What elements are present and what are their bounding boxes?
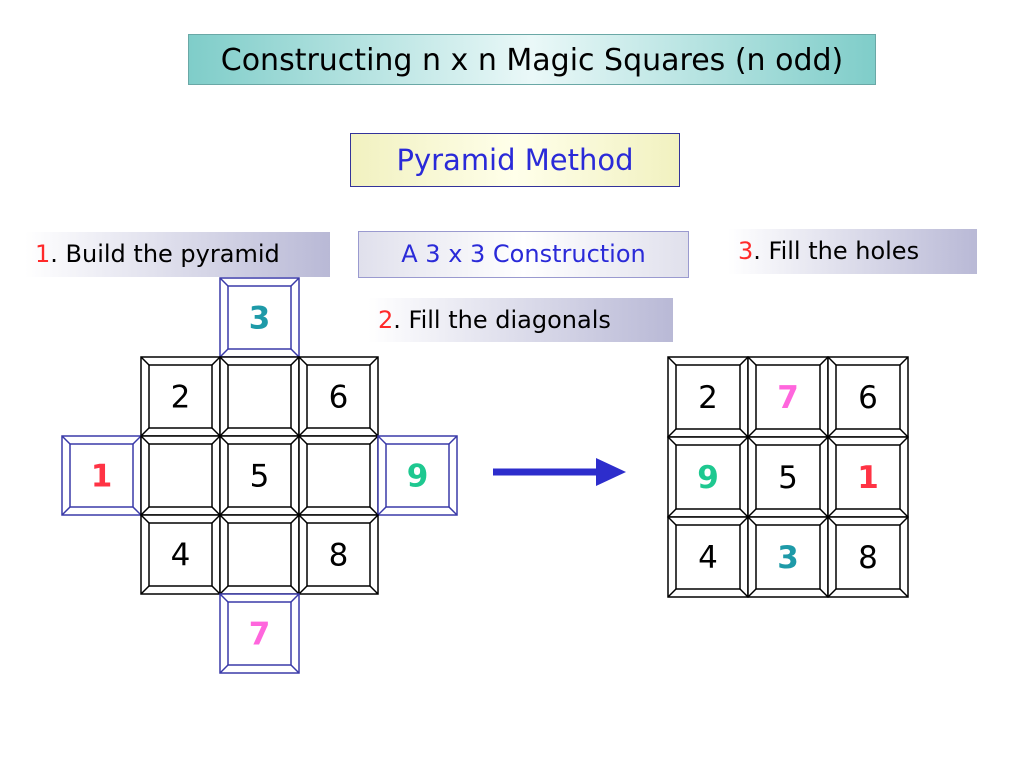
cell-value: 9 [697,460,719,496]
cell-value: 3 [777,540,799,576]
step-fill-diagonals: 2. Fill the diagonals [368,298,673,342]
cell-value: 4 [698,540,718,576]
result-cell-r1c2: 7 [747,356,829,438]
slide-title: Constructing n x n Magic Squares (n odd) [188,34,876,85]
result-cell-r3c1: 4 [667,516,749,598]
result-cell-r2c1: 9 [667,436,749,518]
pyramid-grid: 3 2 6 1 5 9 4 8 7 [61,277,458,674]
step-text: . Fill the holes [753,237,920,265]
result-cell-r1c3: 6 [827,356,909,438]
step-text: . Build the pyramid [50,240,280,268]
cell-value: 5 [778,460,798,496]
result-cell-r1c1: 2 [667,356,749,438]
step-number: 1 [35,240,51,268]
cell-value: 6 [329,380,349,416]
cell-value: 2 [698,380,718,416]
pyramid-cell-r3c1: 4 [140,514,221,595]
cell-value: 1 [857,460,879,496]
result-grid: 2 7 6 9 5 1 4 3 8 [667,356,909,598]
transform-arrow [493,458,626,486]
cell-value: 8 [329,538,349,574]
pyramid-cell-top: 3 [219,277,300,358]
cell-value: 3 [249,301,271,337]
step-number: 3 [738,237,754,265]
result-cell-r3c2: 3 [747,516,829,598]
pyramid-cell-r2c2: 5 [219,435,300,516]
construction-label: A 3 x 3 Construction [358,231,689,278]
cell-value: 8 [858,540,878,576]
result-cell-r2c3: 1 [827,436,909,518]
cell-value: 9 [407,459,429,495]
step-fill-holes: 3. Fill the holes [728,229,977,274]
arrow-head [596,458,626,486]
cell-value: 1 [91,459,113,495]
step-number: 2 [378,306,394,334]
pyramid-cell-r2c3 [298,435,379,516]
result-cell-r2c2: 5 [747,436,829,518]
cell-value: 2 [171,380,191,416]
pyramid-cell-r1c2 [219,356,300,437]
pyramid-cell-left: 1 [61,435,142,516]
cell-value: 5 [250,459,270,495]
cell-value: 6 [858,380,878,416]
pyramid-cell-r3c2 [219,514,300,595]
method-title: Pyramid Method [350,133,680,187]
result-cell-r3c3: 8 [827,516,909,598]
step-build-pyramid: 1. Build the pyramid [25,232,330,277]
step-text: . Fill the diagonals [393,306,611,334]
cell-value: 4 [171,538,191,574]
pyramid-cell-r2c1 [140,435,221,516]
cell-value: 7 [249,617,271,653]
pyramid-cell-bottom: 7 [219,593,300,674]
cell-value: 7 [777,380,799,416]
pyramid-cell-r3c3: 8 [298,514,379,595]
pyramid-cell-right: 9 [377,435,458,516]
pyramid-cell-r1c1: 2 [140,356,221,437]
pyramid-cell-r1c3: 6 [298,356,379,437]
